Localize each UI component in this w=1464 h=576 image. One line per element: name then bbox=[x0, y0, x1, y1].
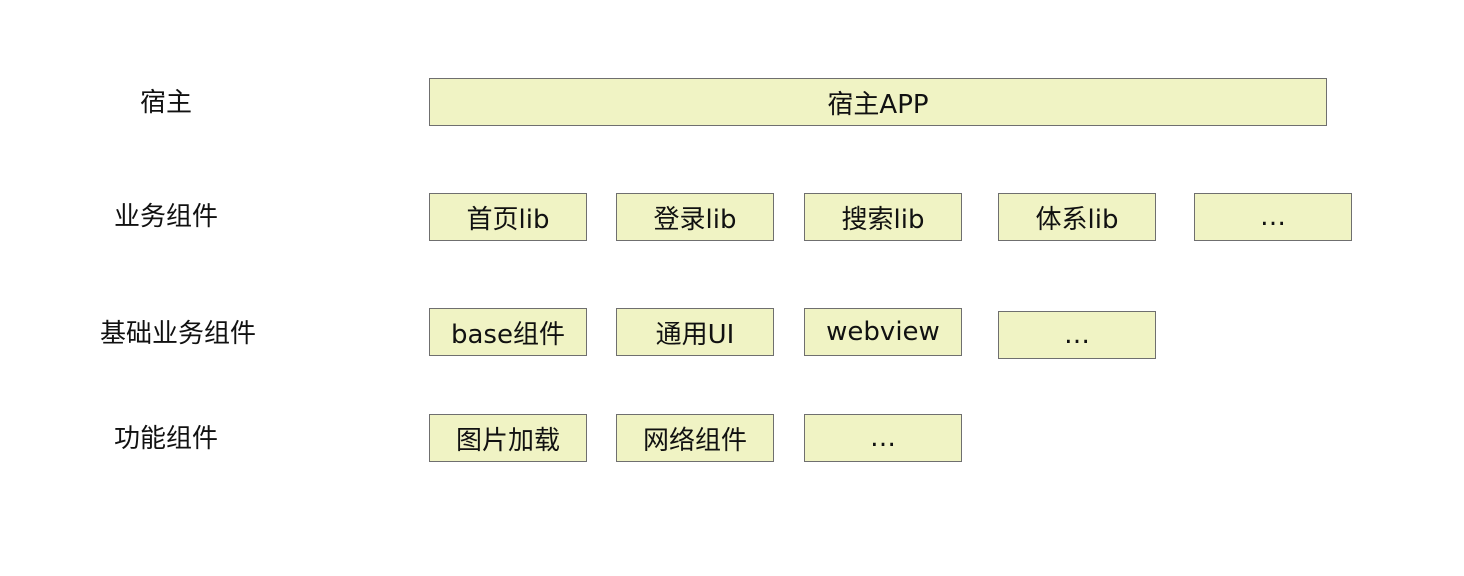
function-component-box-image-loading: 图片加载 bbox=[429, 414, 587, 462]
function-component-box-more: … bbox=[804, 414, 962, 462]
business-component-box-more: … bbox=[1194, 193, 1352, 241]
function-component-box-network: 网络组件 bbox=[616, 414, 774, 462]
business-component-box-system: 体系lib bbox=[998, 193, 1156, 241]
base-component-box-base: base组件 bbox=[429, 308, 587, 356]
base-component-box-webview: webview bbox=[804, 308, 962, 356]
business-component-box-home: 首页lib bbox=[429, 193, 587, 241]
business-component-box-login: 登录lib bbox=[616, 193, 774, 241]
layer-label-business: 业务组件 bbox=[113, 202, 218, 232]
base-component-box-more: … bbox=[998, 311, 1156, 359]
layer-label-host: 宿主 bbox=[139, 88, 192, 118]
layer-label-function: 功能组件 bbox=[113, 424, 218, 454]
layer-label-base-business: 基础业务组件 bbox=[99, 319, 256, 349]
business-component-box-search: 搜索lib bbox=[804, 193, 962, 241]
host-app-box: 宿主APP bbox=[429, 78, 1327, 126]
base-component-box-common-ui: 通用UI bbox=[616, 308, 774, 356]
